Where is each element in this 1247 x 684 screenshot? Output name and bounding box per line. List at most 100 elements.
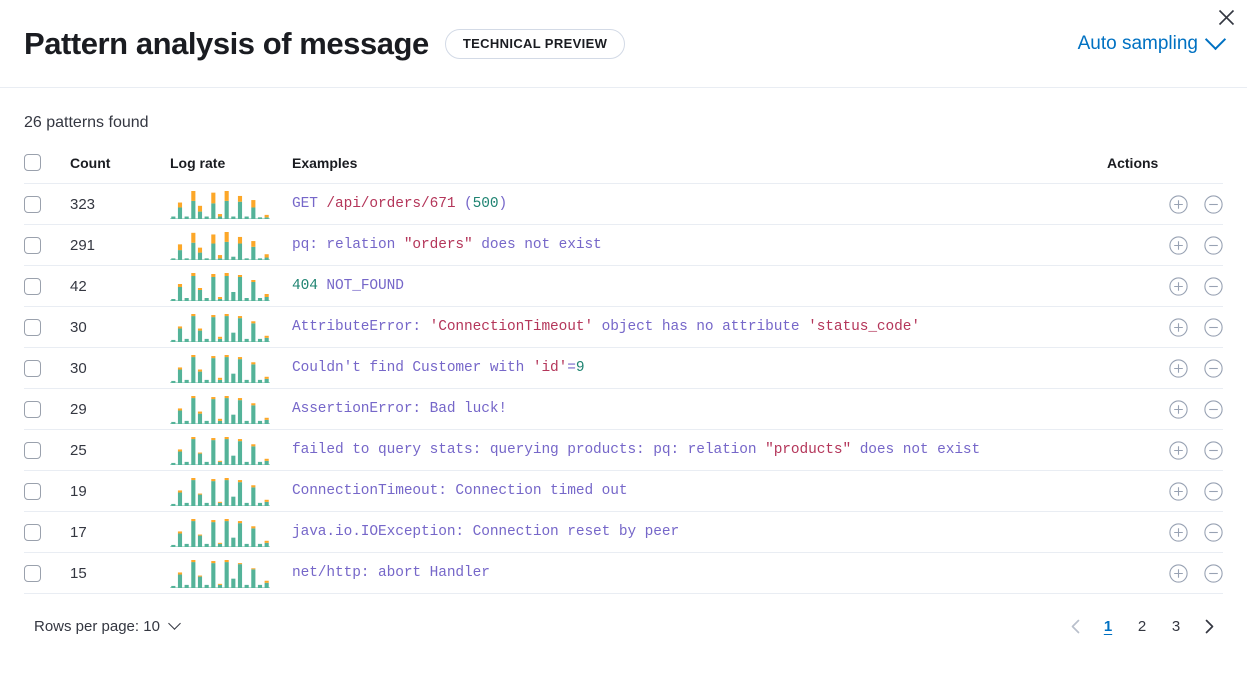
example-token: java.io.IOException: Connection reset by… xyxy=(292,524,680,540)
row-checkbox[interactable] xyxy=(24,523,41,541)
row-count: 25 xyxy=(70,429,170,471)
example-token: pq: relation xyxy=(292,237,404,253)
circle-minus-icon xyxy=(1204,399,1223,419)
th-examples[interactable]: Examples xyxy=(292,154,1107,184)
filter-for-value-button[interactable] xyxy=(1169,317,1188,337)
th-select-all xyxy=(24,154,70,184)
flyout-body: 26 patterns found Count Log rate Example… xyxy=(0,88,1247,594)
row-log-rate-sparkline[interactable] xyxy=(170,470,292,512)
circle-minus-icon xyxy=(1204,317,1223,337)
example-token: = xyxy=(567,360,576,376)
row-log-rate-sparkline[interactable] xyxy=(170,347,292,389)
filter-out-value-button[interactable] xyxy=(1204,194,1223,214)
circle-plus-icon xyxy=(1169,194,1188,214)
filter-for-value-button[interactable] xyxy=(1169,440,1188,460)
row-checkbox[interactable] xyxy=(24,564,41,582)
filter-for-value-button[interactable] xyxy=(1169,481,1188,501)
page-button-2[interactable]: 2 xyxy=(1127,612,1157,640)
row-checkbox[interactable] xyxy=(24,359,41,377)
row-example: net/http: abort Handler xyxy=(292,552,1107,594)
close-button[interactable] xyxy=(1211,2,1241,32)
th-log-rate[interactable]: Log rate xyxy=(170,154,292,184)
rows-per-page-selector[interactable]: Rows per page: 10 xyxy=(34,616,181,635)
filter-for-value-button[interactable] xyxy=(1169,358,1188,378)
circle-plus-icon xyxy=(1169,358,1188,378)
filter-out-value-button[interactable] xyxy=(1204,440,1223,460)
circle-plus-icon xyxy=(1169,276,1188,296)
row-actions xyxy=(1107,306,1223,348)
chevron-right-icon xyxy=(1205,619,1213,633)
circle-plus-icon xyxy=(1169,399,1188,419)
row-checkbox[interactable] xyxy=(24,277,41,295)
row-example: Couldn't find Customer with 'id'=9 xyxy=(292,347,1107,389)
filter-for-value-button[interactable] xyxy=(1169,522,1188,542)
page-button-1[interactable]: 1 xyxy=(1093,612,1123,640)
page-button-3[interactable]: 3 xyxy=(1161,612,1191,640)
row-checkbox[interactable] xyxy=(24,318,41,336)
row-log-rate-sparkline[interactable] xyxy=(170,224,292,266)
table-header-row: Count Log rate Examples Actions xyxy=(24,154,1223,184)
chevron-left-icon xyxy=(1071,619,1079,633)
filter-out-value-button[interactable] xyxy=(1204,481,1223,501)
prev-page-button[interactable] xyxy=(1061,612,1089,640)
row-select-cell xyxy=(24,470,70,512)
header-right-group: Auto sampling xyxy=(1078,28,1227,55)
row-checkbox[interactable] xyxy=(24,400,41,418)
filter-out-value-button[interactable] xyxy=(1204,358,1223,378)
example-token: 'ConnectionTimeout' xyxy=(429,319,594,335)
row-log-rate-sparkline[interactable] xyxy=(170,388,292,430)
auto-sampling-dropdown[interactable]: Auto sampling xyxy=(1078,28,1227,55)
filter-out-value-button[interactable] xyxy=(1204,522,1223,542)
table-header: Count Log rate Examples Actions xyxy=(24,154,1223,184)
row-count: 30 xyxy=(70,306,170,348)
circle-plus-icon xyxy=(1169,563,1188,583)
filter-out-value-button[interactable] xyxy=(1204,399,1223,419)
row-checkbox[interactable] xyxy=(24,236,41,254)
filter-for-value-button[interactable] xyxy=(1169,235,1188,255)
row-log-rate-sparkline[interactable] xyxy=(170,183,292,225)
row-log-rate-sparkline[interactable] xyxy=(170,552,292,594)
filter-for-value-button[interactable] xyxy=(1169,276,1188,296)
example-token: 'id' xyxy=(532,360,568,376)
row-log-rate-sparkline[interactable] xyxy=(170,265,292,307)
row-checkbox[interactable] xyxy=(24,482,41,500)
th-count[interactable]: Count xyxy=(70,154,170,184)
row-log-rate-sparkline[interactable] xyxy=(170,306,292,348)
filter-out-value-button[interactable] xyxy=(1204,235,1223,255)
example-token: 404 xyxy=(292,278,318,294)
next-page-button[interactable] xyxy=(1195,612,1223,640)
row-log-rate-sparkline[interactable] xyxy=(170,511,292,553)
example-token: ) xyxy=(498,196,508,212)
row-checkbox[interactable] xyxy=(24,195,41,213)
example-token: ConnectionTimeout: Connection timed out xyxy=(292,483,628,499)
circle-minus-icon xyxy=(1204,522,1223,542)
row-select-cell xyxy=(24,183,70,225)
chevron-down-icon xyxy=(1204,28,1227,51)
select-all-checkbox[interactable] xyxy=(24,154,41,171)
filter-for-value-button[interactable] xyxy=(1169,194,1188,214)
row-checkbox[interactable] xyxy=(24,441,41,459)
circle-minus-icon xyxy=(1204,276,1223,296)
filter-for-value-button[interactable] xyxy=(1169,563,1188,583)
filter-out-value-button[interactable] xyxy=(1204,317,1223,337)
row-select-cell xyxy=(24,347,70,389)
filter-for-value-button[interactable] xyxy=(1169,399,1188,419)
example-token: NOT_FOUND xyxy=(317,278,404,294)
row-select-cell xyxy=(24,552,70,594)
example-token: net/http: abort Handler xyxy=(292,565,490,581)
row-log-rate-sparkline[interactable] xyxy=(170,429,292,471)
filter-out-value-button[interactable] xyxy=(1204,563,1223,583)
example-token: 9 xyxy=(575,360,585,376)
filter-out-value-button[interactable] xyxy=(1204,276,1223,296)
technical-preview-badge: TECHNICAL PREVIEW xyxy=(444,28,626,59)
